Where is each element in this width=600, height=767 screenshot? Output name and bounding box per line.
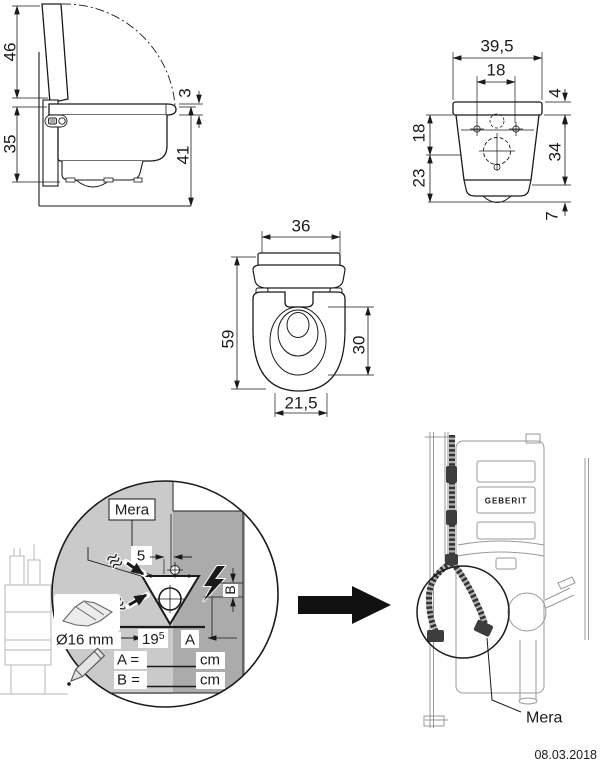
background-cistern-sketch xyxy=(0,544,68,695)
dim-46 xyxy=(12,5,48,99)
rear-view: 39,5 18 4 34 7 18 23 xyxy=(410,37,571,221)
toilet-body xyxy=(57,115,168,162)
dim-label-depth: 59 xyxy=(219,330,238,349)
dim-label-lid-open: 46 xyxy=(1,43,20,62)
bowl-sump xyxy=(286,312,310,338)
flush-bend xyxy=(507,592,547,632)
fill-in-b-label: B = xyxy=(117,672,140,689)
lid-top xyxy=(252,264,346,289)
dim-label-upper-left: 18 xyxy=(410,124,429,143)
dim-35 xyxy=(12,106,60,183)
tool-callout: Ø16 mm xyxy=(54,594,121,686)
drill-bit-icon xyxy=(62,600,114,627)
seat-ring xyxy=(252,291,346,392)
dim-label-bolt-spacing: 18 xyxy=(487,61,506,80)
fixing-bolt-right xyxy=(509,122,523,136)
body-sides xyxy=(455,114,540,181)
lightning-icon xyxy=(202,565,228,603)
dim-label-bottom-gap: 7 xyxy=(543,211,562,220)
lid-swing-arc xyxy=(61,3,176,106)
dim-label-width: 39,5 xyxy=(480,37,513,56)
fixing-bolt-left xyxy=(470,122,484,136)
hose-connector xyxy=(446,510,457,525)
water-hose xyxy=(425,435,494,642)
dim-41 xyxy=(179,106,196,207)
water-connection-circle xyxy=(489,113,505,129)
left-ticks xyxy=(426,114,461,156)
hose-connector xyxy=(445,554,458,565)
dim-label-bowl-depth: 30 xyxy=(350,336,369,355)
water-hole-crosshair xyxy=(167,562,183,578)
drill-hole-crosshair xyxy=(156,585,184,613)
dim-label-right-height: 34 xyxy=(546,143,565,162)
height-mark-label: 195 xyxy=(142,630,165,648)
cover-slot-logo xyxy=(476,486,536,514)
drill-diameter-label: Ø16 mm xyxy=(56,632,114,649)
cover-slot xyxy=(476,460,536,483)
dim-label-offset: 5 xyxy=(137,548,145,565)
dim-label-body-height: 35 xyxy=(1,135,20,154)
pointer-line xyxy=(87,547,142,577)
dim-21-5 xyxy=(274,393,328,417)
bowl-inner-rim xyxy=(277,309,319,357)
dim-30 xyxy=(328,306,374,376)
water-jet-icon xyxy=(109,592,150,615)
cover-slot xyxy=(476,521,536,540)
magnifier-circle-icon xyxy=(416,565,510,659)
dim-39-5 xyxy=(452,52,543,100)
dim-label-front-width: 21,5 xyxy=(284,394,317,413)
install-detail: Mera 5 xyxy=(0,480,279,708)
water-jet-icon xyxy=(105,551,147,577)
fill-in-a-row: A = cm xyxy=(114,651,225,669)
dim-36 xyxy=(261,231,341,253)
mera-label: Mera xyxy=(115,502,150,519)
shower-unit-housing xyxy=(61,160,144,181)
brand-logo: GEBERIT xyxy=(485,497,528,506)
toilet-lid-open xyxy=(41,3,69,104)
mera-label: Mera xyxy=(526,710,563,727)
dim-label-lower-left: 23 xyxy=(410,169,429,188)
dim-label-seat-thickness: 3 xyxy=(176,88,195,97)
top-view: 36 59 30 21,5 xyxy=(219,217,374,417)
toilet-seat xyxy=(48,103,177,116)
side-view: 46 35 3 41 xyxy=(1,3,203,207)
right-ticks xyxy=(428,101,571,203)
fill-in-a-label: A = xyxy=(117,652,139,669)
dim-59 xyxy=(231,256,266,390)
side-control-panel xyxy=(44,114,68,128)
dim-label-a: A xyxy=(185,632,195,649)
body-bottom-cap xyxy=(463,179,532,197)
pencil-icon xyxy=(67,647,106,686)
hose-connector xyxy=(446,466,457,483)
seat-band xyxy=(452,101,543,116)
frame-rail-right xyxy=(584,458,589,640)
hose-fitting-right xyxy=(473,619,494,637)
dim-18-top xyxy=(476,76,516,123)
fill-in-b-unit: cm xyxy=(200,672,220,689)
arrow-right-icon xyxy=(298,586,391,624)
mera-leader xyxy=(486,637,522,713)
fill-in-a-unit: cm xyxy=(200,652,220,669)
dim-label-seat-height: 41 xyxy=(174,146,193,165)
hose-fitting-left xyxy=(427,630,444,642)
dim-label-top-width: 36 xyxy=(292,217,311,236)
bowl-outer-rim xyxy=(269,306,327,376)
outlet-arc xyxy=(482,195,512,203)
date-stamp: 08.03.2018 xyxy=(534,748,597,762)
fill-in-b-row: B = cm xyxy=(114,671,225,689)
dim-label-b: B xyxy=(222,585,238,594)
frame-detail: GEBERIT Mera xyxy=(416,432,589,728)
dim-label-top-gap: 4 xyxy=(546,88,565,97)
magnifier-circle-icon xyxy=(51,480,279,708)
